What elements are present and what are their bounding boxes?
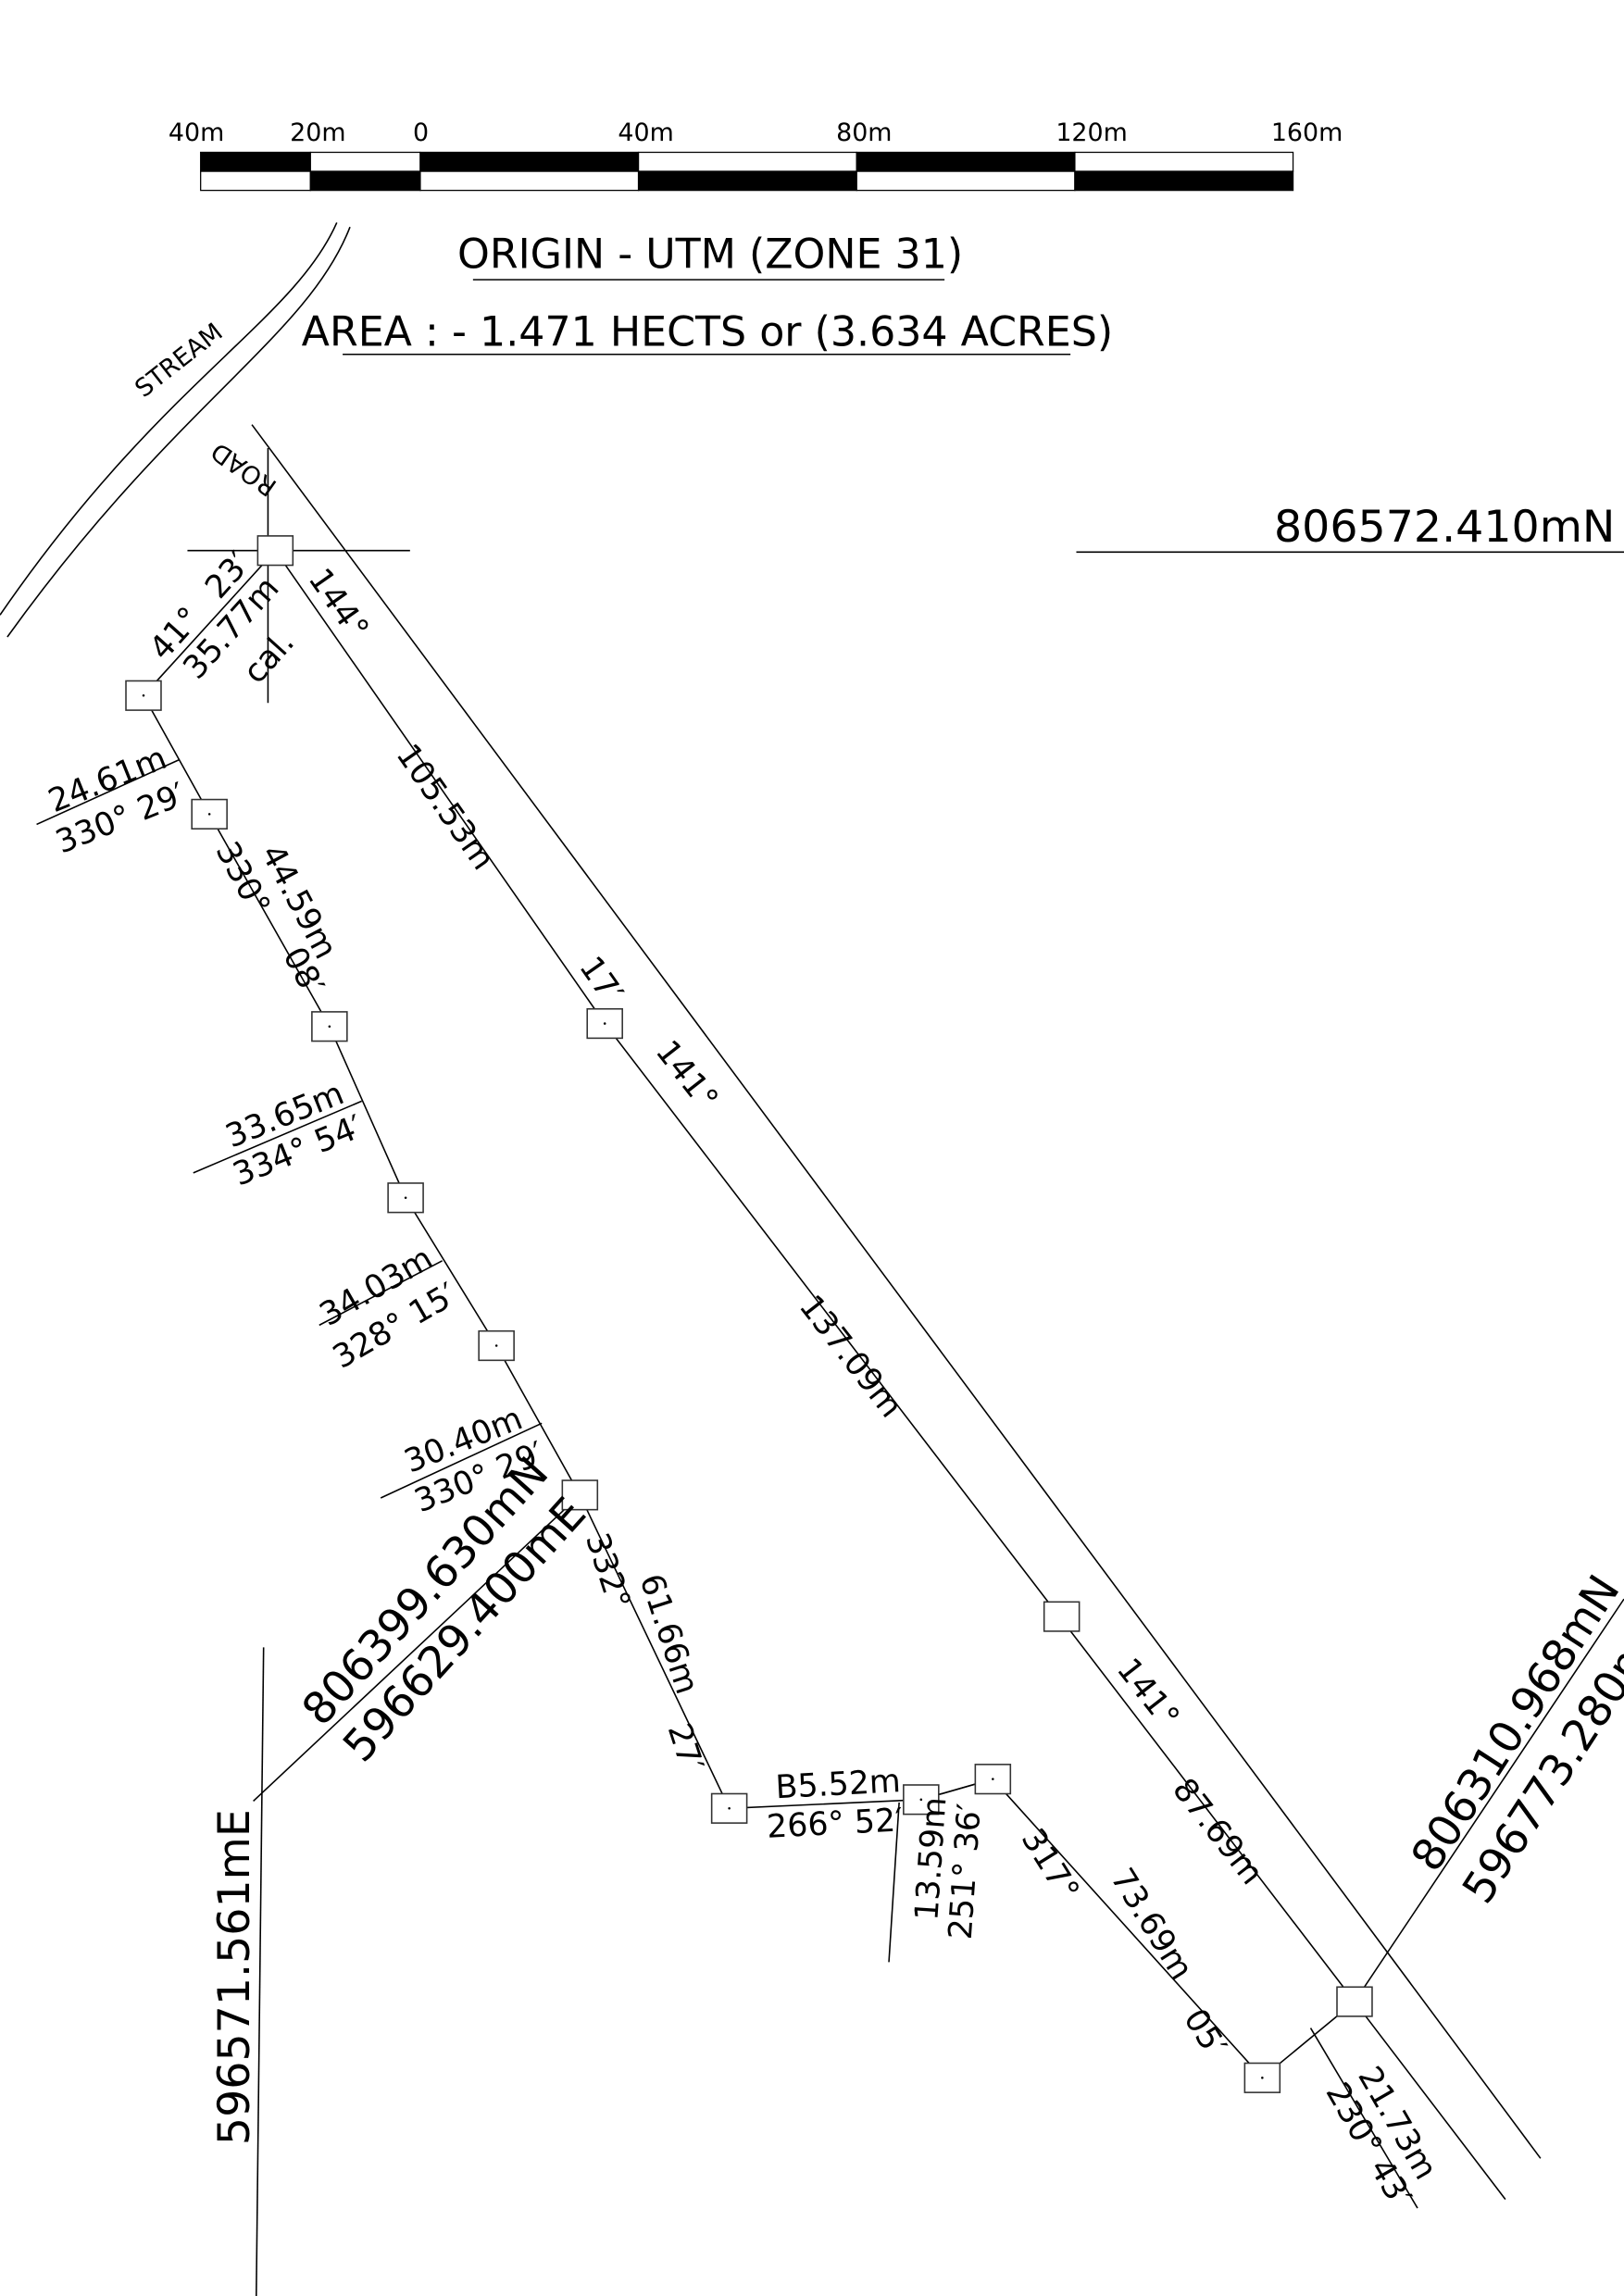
beacon-dot	[919, 1798, 923, 1802]
scale-label: 0	[413, 119, 429, 147]
bearing-label: 27′	[660, 1719, 710, 1777]
scale-segment	[856, 151, 1076, 172]
scale-segment	[856, 170, 1076, 192]
road-label: ROAD	[206, 436, 281, 501]
distance-label: 61.66m	[632, 1569, 706, 1698]
scale-label: 160m	[1271, 119, 1343, 147]
beacons	[125, 535, 1373, 2093]
distance-label: 105.53m	[389, 738, 502, 877]
scale-label: 40m	[618, 119, 673, 147]
scale-segment	[637, 151, 857, 172]
distance-label: 137.09m	[792, 1289, 909, 1425]
scale-labels: 40m 20m 0 40m 80m 120m 160m	[169, 119, 1343, 147]
easting-left: 596571.561mE	[209, 1809, 260, 2145]
beacon-dot	[992, 1778, 994, 1780]
bearing-label: 332°	[578, 1529, 637, 1614]
scale-label: 120m	[1056, 119, 1127, 147]
beacon-dot	[142, 694, 145, 697]
bearing-label: 266° 52′	[766, 1802, 904, 1846]
area-title: AREA : - 1.471 HECTS or (3.634 ACRES)	[302, 308, 1113, 356]
scale-label: 40m	[169, 119, 224, 147]
beacon-dot	[1261, 2077, 1264, 2079]
distance-label: 87.69m	[1165, 1772, 1270, 1892]
scale-label: 80m	[836, 119, 892, 147]
bearing-label: 141°	[1109, 1652, 1186, 1736]
scale-segment	[309, 151, 421, 172]
stream-label: STREAM	[130, 318, 228, 404]
beacon-dot	[494, 1344, 498, 1347]
scale-segment	[1074, 170, 1294, 192]
beacon-marker	[561, 1479, 599, 1511]
scale-segment	[309, 170, 421, 192]
beacon-dot	[207, 813, 211, 816]
beacon-marker	[256, 535, 294, 567]
beacon-dot	[328, 1025, 331, 1028]
scale-label: 20m	[290, 119, 345, 147]
stream-bank	[0, 222, 338, 616]
northing-top: 806572.410mN	[1274, 502, 1615, 553]
origin-title: ORIGIN - UTM (ZONE 31)	[457, 231, 963, 278]
scale-segment	[1074, 151, 1294, 172]
scale-segment	[200, 170, 311, 192]
scale-segment	[419, 170, 640, 192]
scale-segment	[637, 170, 857, 192]
beacon-dot	[603, 1022, 606, 1025]
bearing-label: 317°	[1014, 1823, 1086, 1908]
scale-bar	[200, 151, 1294, 192]
bearing-label: 17′	[571, 950, 630, 1011]
scale-segment	[200, 151, 311, 172]
beacon-marker	[1043, 1601, 1081, 1632]
road-edge	[251, 424, 1542, 2159]
bearing-label: 05′	[1176, 2003, 1233, 2064]
stream-bank	[6, 226, 351, 638]
scale-segment	[419, 151, 640, 172]
distance-label: 13.59m	[908, 1796, 954, 1922]
beacon-dot	[728, 1807, 731, 1810]
beacon-marker	[1336, 1986, 1373, 2017]
distance-label: B5.52m	[775, 1763, 902, 1806]
beacon-dot	[404, 1196, 407, 1200]
beacon-marker	[903, 1784, 940, 1816]
distance-label: 73.69m	[1103, 1862, 1200, 1986]
